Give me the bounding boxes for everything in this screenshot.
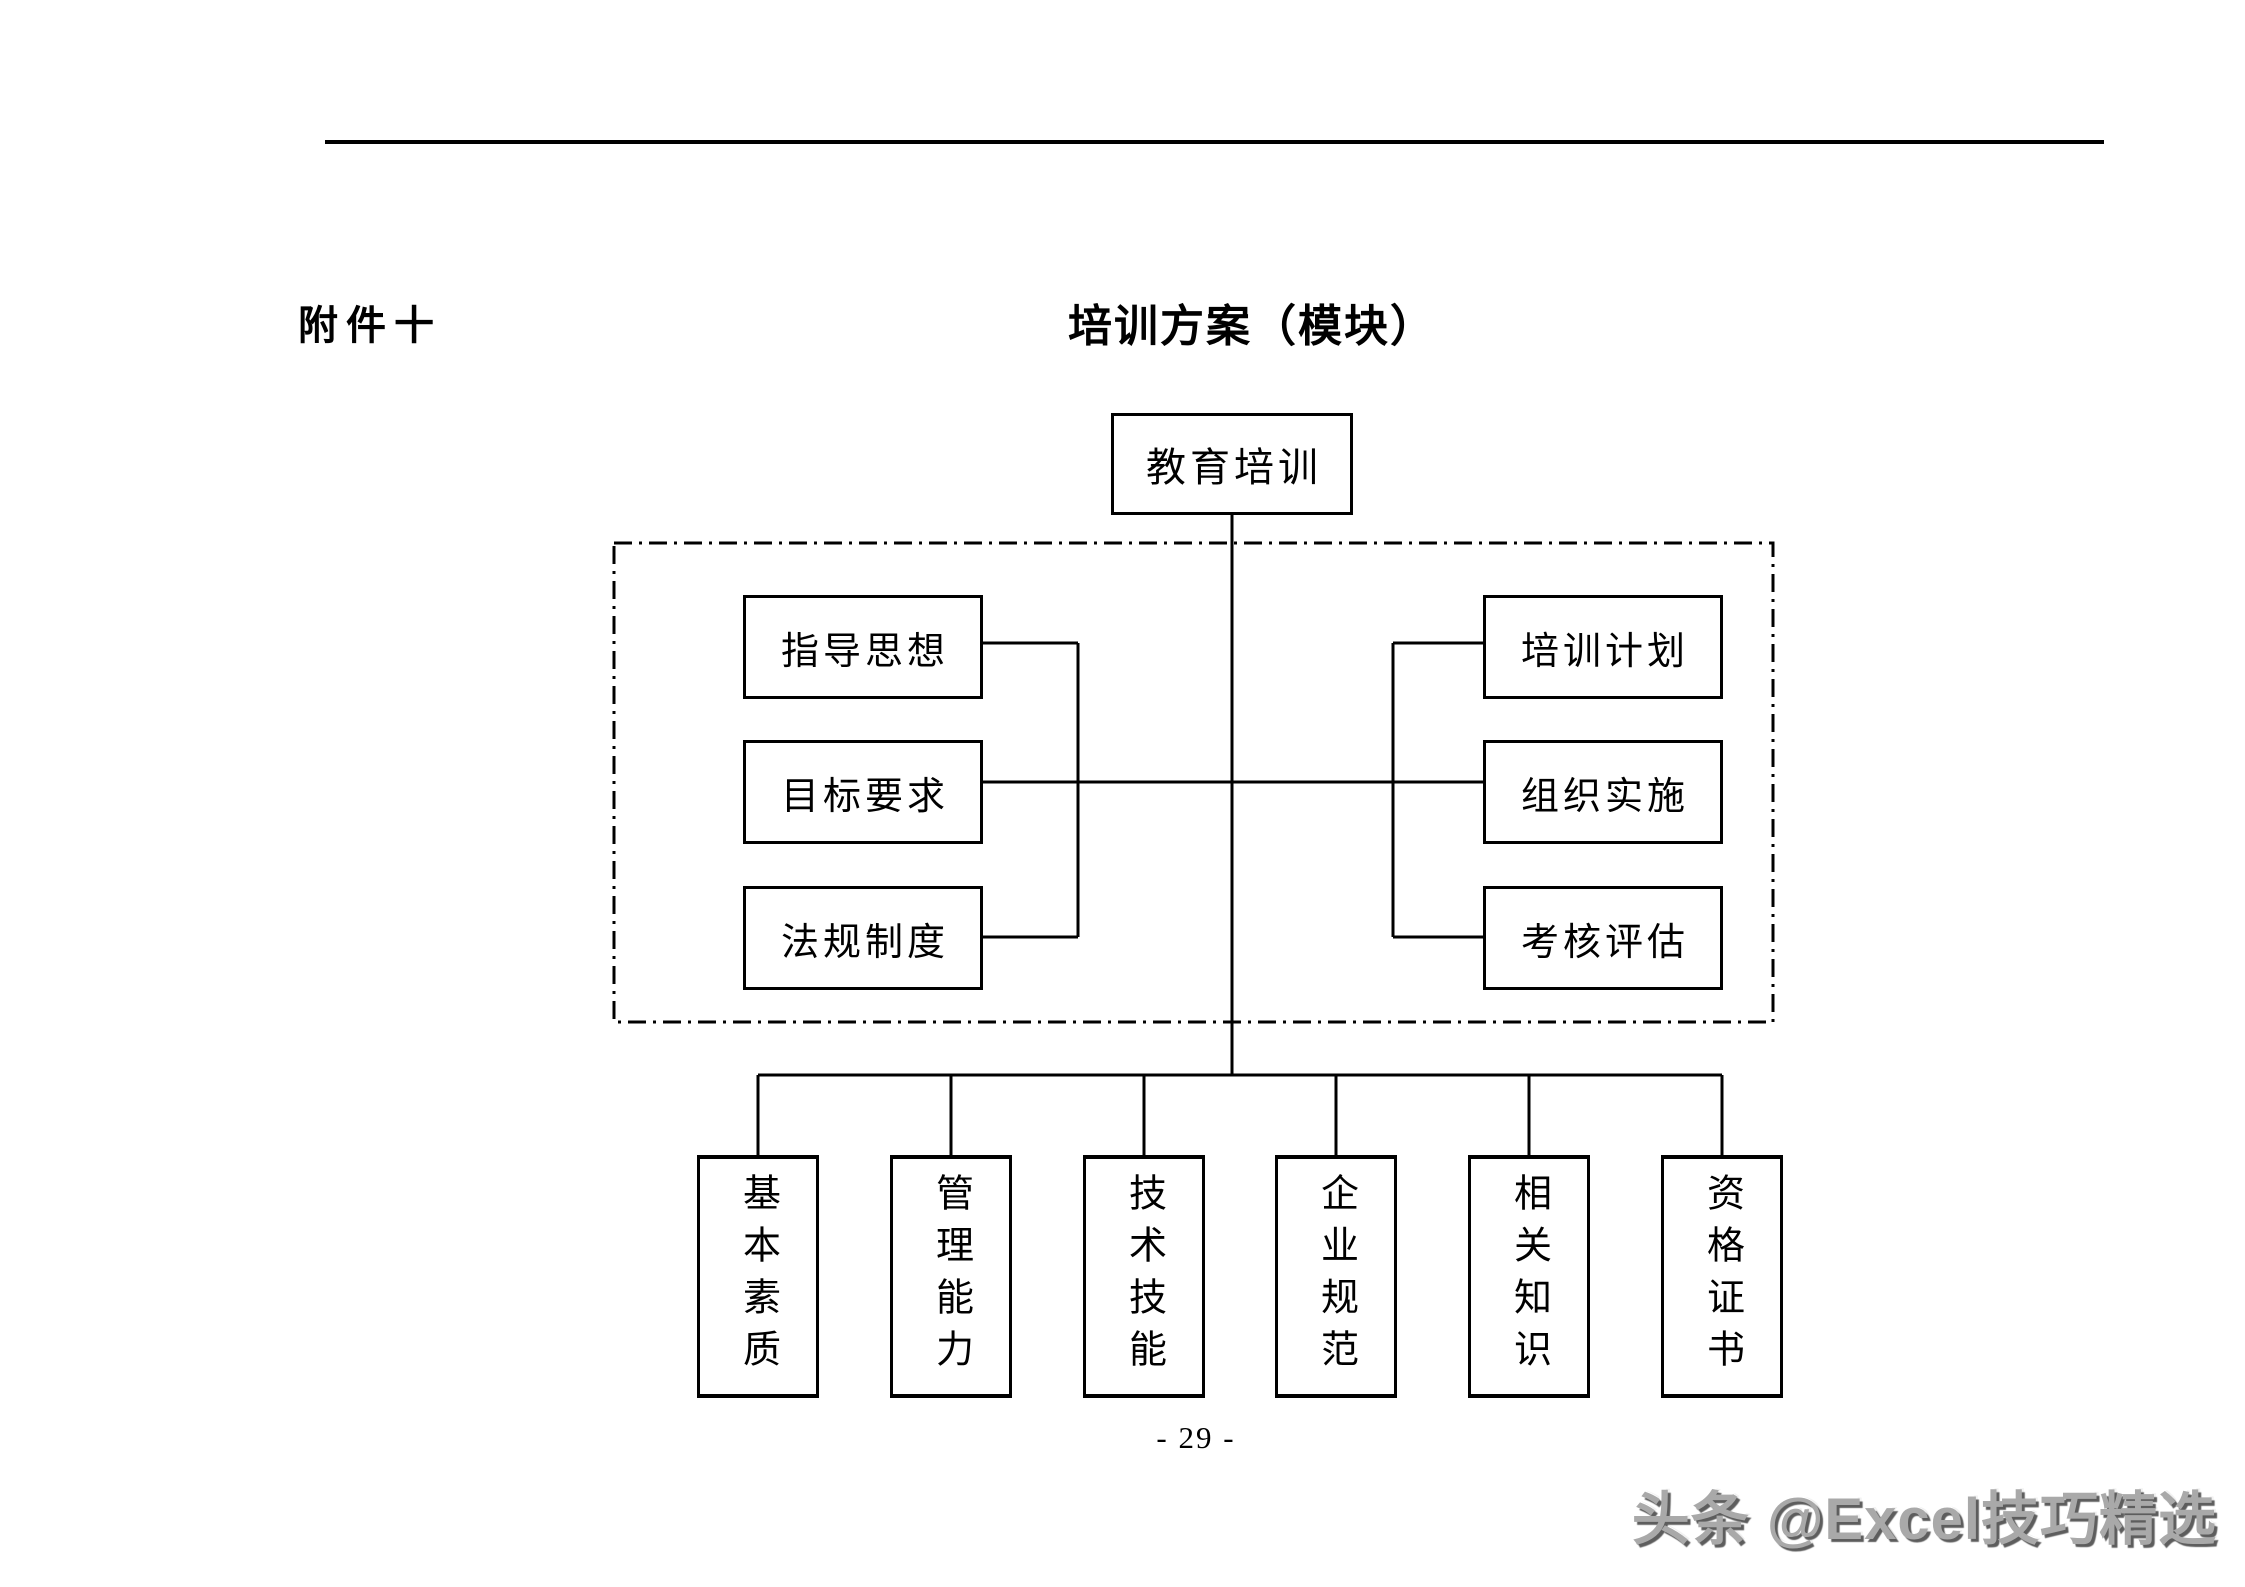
module-basic-quality: 基本素质 bbox=[697, 1155, 819, 1398]
module-related-knowledge: 相关知识 bbox=[1468, 1155, 1590, 1398]
page-number: - 29 - bbox=[1156, 1420, 1236, 1455]
watermark: 头条 @Excel技巧精选 bbox=[1631, 1487, 2217, 1552]
attachment-label: 附件十 bbox=[298, 303, 442, 348]
node-regulations: 法规制度 bbox=[743, 886, 983, 990]
module-enterprise-standards: 企业规范 bbox=[1275, 1155, 1397, 1398]
node-goal-requirements: 目标要求 bbox=[743, 740, 983, 844]
node-assessment-evaluation: 考核评估 bbox=[1483, 886, 1723, 990]
node-guiding-ideology: 指导思想 bbox=[743, 595, 983, 699]
node-organize-implement: 组织实施 bbox=[1483, 740, 1723, 844]
module-technical-skills: 技术技能 bbox=[1083, 1155, 1205, 1398]
header-rule bbox=[325, 140, 2104, 144]
module-management-ability: 管理能力 bbox=[890, 1155, 1012, 1398]
node-education-training: 教育培训 bbox=[1111, 413, 1353, 515]
planning-group-dashed-border bbox=[612, 541, 1775, 1024]
node-training-plan: 培训计划 bbox=[1483, 595, 1723, 699]
page-title: 培训方案（模块） bbox=[1068, 302, 1436, 351]
module-qualification-certificate: 资格证书 bbox=[1661, 1155, 1783, 1398]
